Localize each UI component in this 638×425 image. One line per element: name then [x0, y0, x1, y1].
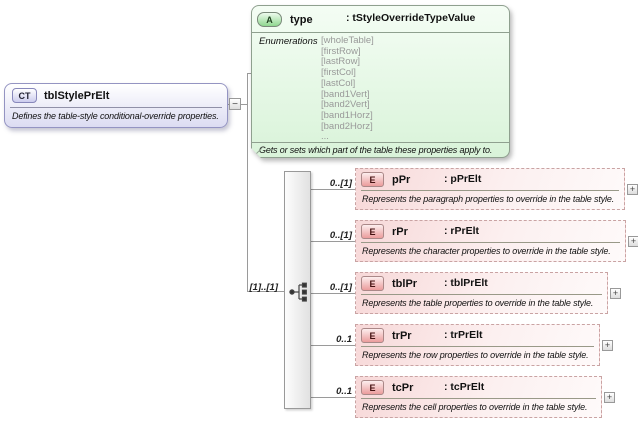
enum-value: [lastRow] — [321, 56, 361, 68]
element-node-trpr[interactable]: E trPr : trPrElt Represents the row prop… — [355, 324, 600, 366]
element-node-tcpr[interactable]: E tcPr : tcPrElt Represents the cell pro… — [355, 376, 602, 418]
root-title: tblStylePrElt — [44, 89, 110, 102]
complex-type-node-tblstyleprelt[interactable]: CT tblStylePrElt Defines the table-style… — [4, 83, 228, 128]
cardinality-tblpr: 0..[1] — [329, 282, 352, 293]
element-type-ref: : rPrElt — [444, 225, 480, 237]
attribute-icon: A — [257, 12, 282, 27]
element-type-ref: : tcPrElt — [444, 381, 485, 393]
enum-value: [band2Horz] — [321, 120, 373, 132]
connector-to-trpr — [311, 345, 355, 346]
attribute-name: type — [290, 13, 313, 26]
element-name: trPr — [392, 329, 412, 342]
divider — [361, 294, 602, 295]
element-description: Represents the paragraph properties to o… — [362, 194, 615, 204]
element-description: Represents the cell properties to overri… — [362, 402, 588, 412]
sequence-cardinality: [1]..[1] — [249, 282, 279, 293]
element-icon: E — [361, 328, 384, 343]
connector-to-attribute — [247, 73, 252, 74]
cardinality-rpr: 0..[1] — [329, 230, 352, 241]
divider — [361, 346, 594, 347]
enum-value: [lastCol] — [321, 77, 356, 89]
attribute-type-ref: : tStyleOverrideTypeValue — [346, 12, 476, 24]
enum-value: ... — [321, 131, 329, 143]
expand-toggle-rpr[interactable]: + — [628, 236, 638, 247]
connector-to-sequence — [247, 291, 284, 292]
element-node-rpr[interactable]: E rPr : rPrElt Represents the character … — [355, 220, 626, 262]
element-name: rPr — [392, 225, 408, 238]
root-description: Defines the table-style conditional-over… — [12, 111, 219, 121]
collapse-toggle[interactable]: − — [229, 98, 241, 110]
complex-type-icon: CT — [12, 88, 37, 103]
element-name: tcPr — [392, 381, 414, 394]
expand-toggle-ppr[interactable]: + — [627, 184, 638, 195]
cardinality-ppr: 0..[1] — [329, 178, 352, 189]
element-type-ref: : tblPrElt — [444, 277, 488, 289]
connector-to-tblpr — [311, 293, 355, 294]
sequence-bar[interactable] — [284, 171, 311, 409]
element-node-ppr[interactable]: E pPr : pPrElt Represents the paragraph … — [355, 168, 625, 210]
connector-to-tcpr — [311, 397, 355, 398]
enumerations-label: Enumerations — [259, 36, 318, 47]
divider — [10, 107, 222, 108]
enum-value: [band1Horz] — [321, 109, 373, 121]
element-icon: E — [361, 276, 384, 291]
element-description: Represents the character properties to o… — [362, 246, 611, 256]
element-type-ref: : trPrElt — [444, 329, 483, 341]
expand-toggle-tblpr[interactable]: + — [610, 288, 621, 299]
divider — [361, 190, 619, 191]
connector-to-ppr — [311, 189, 355, 190]
cardinality-trpr: 0..1 — [336, 334, 352, 345]
element-icon: E — [361, 224, 384, 239]
element-node-tblpr[interactable]: E tblPr : tblPrElt Represents the table … — [355, 272, 608, 314]
attribute-node-type[interactable]: A type : tStyleOverrideTypeValue Enumera… — [251, 5, 510, 158]
enum-value: [firstCol] — [321, 67, 356, 79]
element-name: pPr — [392, 173, 411, 186]
enum-value: [band1Vert] — [321, 88, 370, 100]
enum-value: [wholeTable] — [321, 35, 374, 46]
enum-value: [band2Vert] — [321, 99, 370, 111]
element-icon: E — [361, 380, 384, 395]
divider — [252, 142, 509, 143]
connector-toggle-to-trunk — [241, 104, 247, 105]
element-type-ref: : pPrElt — [444, 173, 482, 185]
cardinality-tcpr: 0..1 — [336, 386, 352, 397]
attribute-doc: Gets or sets which part of the table the… — [259, 145, 493, 155]
element-icon: E — [361, 172, 384, 187]
expand-toggle-trpr[interactable]: + — [602, 340, 613, 351]
connector-trunk — [247, 73, 248, 292]
attribute-node-wrap: A type : tStyleOverrideTypeValue Enumera… — [251, 5, 510, 158]
enum-value: [firstRow] — [321, 45, 361, 57]
element-description: Represents the table properties to overr… — [362, 298, 594, 308]
divider — [361, 242, 620, 243]
sequence-icon — [289, 282, 307, 302]
element-description: Represents the row properties to overrid… — [362, 350, 589, 360]
expand-toggle-tcpr[interactable]: + — [604, 392, 615, 403]
element-name: tblPr — [392, 277, 418, 290]
enumeration-list: [wholeTable] [firstRow] [lastRow] [first… — [321, 36, 374, 143]
divider — [361, 398, 596, 399]
connector-to-rpr — [311, 241, 355, 242]
divider — [252, 32, 509, 33]
